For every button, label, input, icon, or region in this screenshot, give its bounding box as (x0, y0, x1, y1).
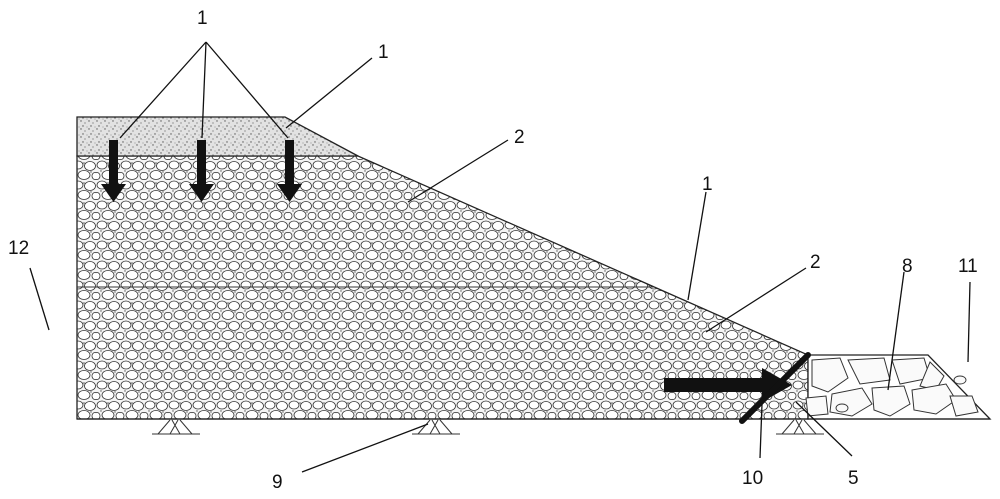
label-top-1: 1 (197, 8, 208, 29)
label-5: 5 (848, 468, 859, 489)
leader-slope-lower-1 (687, 191, 707, 301)
down-arrow-left (101, 140, 126, 202)
leader-top-1-b (201, 41, 207, 139)
label-8: 8 (902, 256, 913, 277)
leader-upper-2 (407, 139, 509, 203)
label-11: 11 (958, 256, 978, 277)
leader-9 (301, 423, 429, 473)
down-arrow-right (277, 140, 302, 202)
leader-lower-2 (705, 267, 807, 333)
leader-top-1-a (119, 41, 207, 139)
top-cap-layer (76, 116, 359, 157)
leader-10 (759, 403, 763, 459)
label-slope-1: 1 (378, 42, 389, 63)
ground-hatch-middle (412, 419, 460, 435)
leader-top-1-c (205, 41, 289, 139)
label-12: 12 (8, 238, 29, 259)
label-lower-2: 2 (810, 252, 821, 273)
label-10: 10 (742, 468, 763, 489)
label-upper-2: 2 (514, 127, 525, 148)
leader-8 (887, 271, 905, 391)
leader-11 (967, 281, 971, 363)
toe-rock-fill (805, 354, 992, 420)
leader-5 (795, 401, 853, 457)
leader-slope-1 (285, 57, 373, 129)
ground-hatch-right (776, 419, 824, 435)
ground-hatch-left (152, 419, 200, 435)
label-9: 9 (272, 472, 283, 493)
down-arrow-middle (189, 140, 214, 202)
label-slope-lower-1: 1 (702, 174, 713, 195)
diagonal-drain-plate (739, 352, 811, 424)
leader-12 (29, 267, 50, 331)
